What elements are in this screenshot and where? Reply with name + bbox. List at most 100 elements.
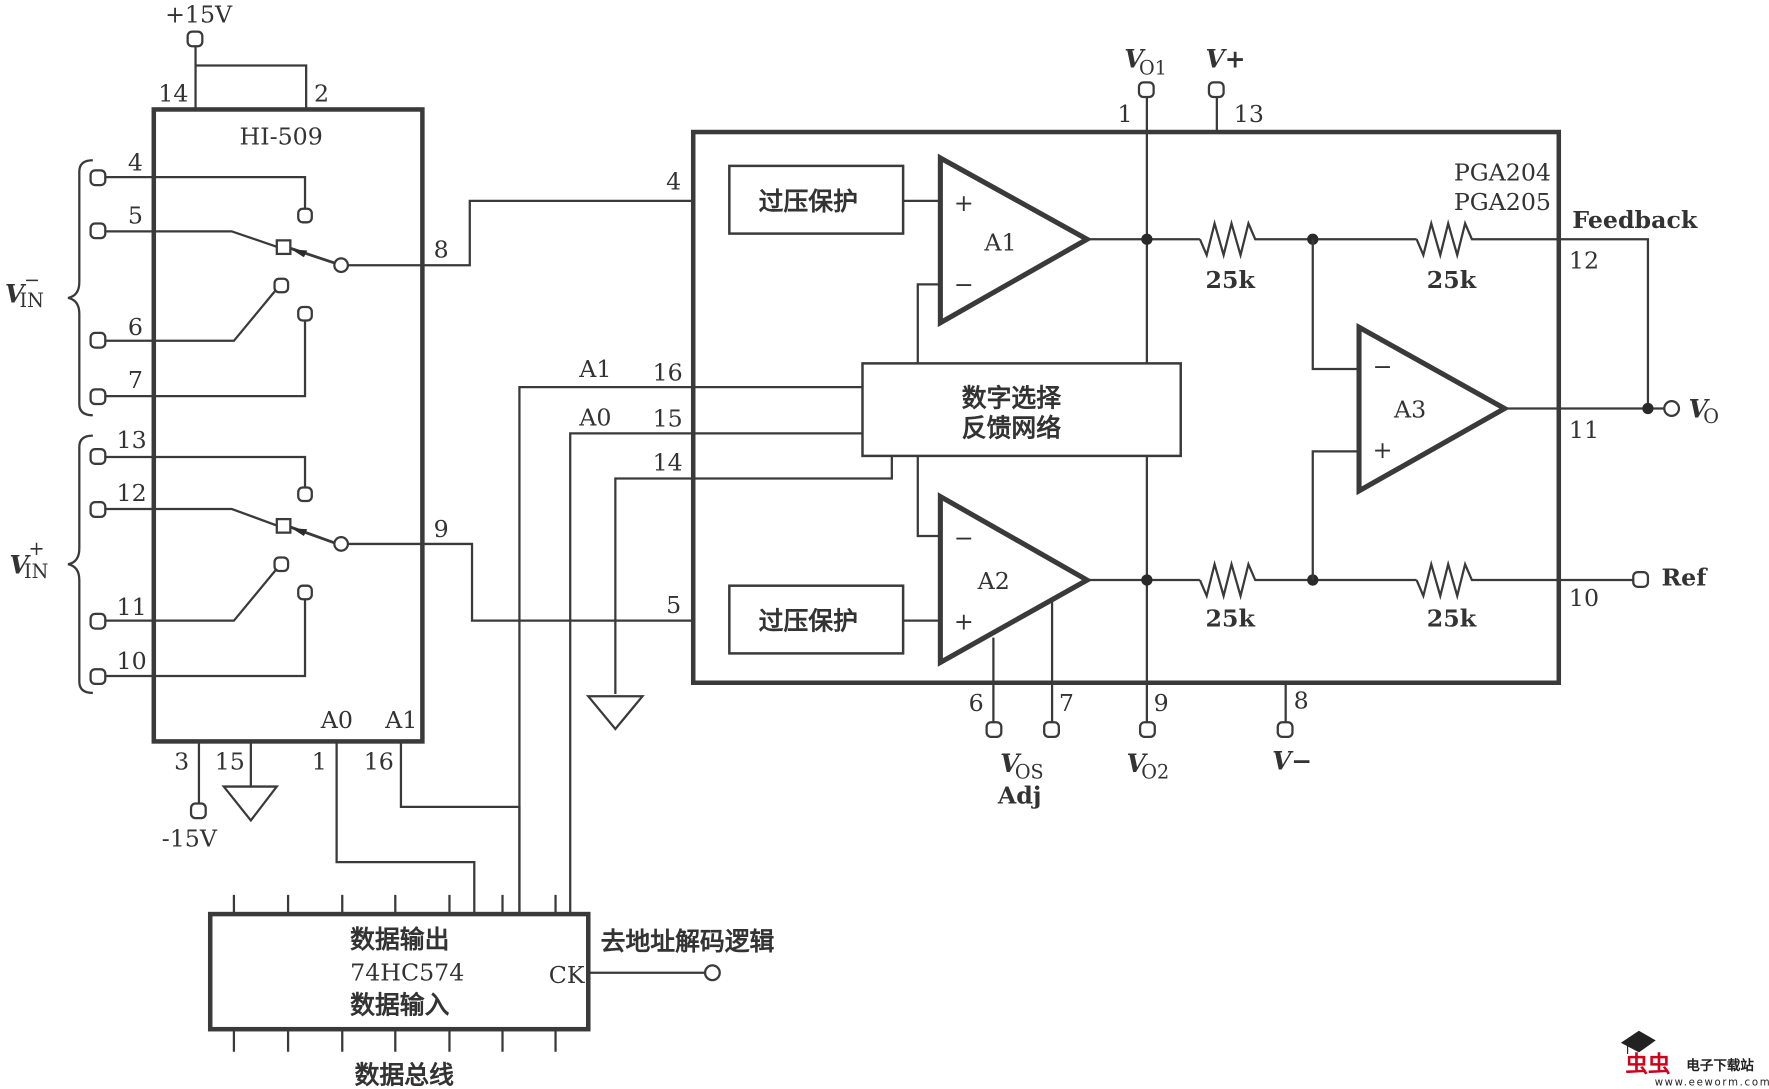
vin-pos-label: V [9,550,31,579]
mux-input-wire [105,568,278,622]
vos-terminal-7[interactable] [1043,721,1060,739]
latch-input-pins [232,1029,557,1052]
vin-neg-label: V [5,279,27,308]
feedback-network-line2: 反馈网络 [962,414,1061,443]
switch-pivot [275,239,292,256]
resistor-r2 [1415,219,1650,409]
watermark-url: www.eeworm.com [1655,1078,1769,1089]
pga-pin-14: 14 [653,449,683,477]
pga-label-a1: A1 [578,355,611,383]
mux-input-wire [105,320,307,398]
a3-label: A3 [1393,396,1426,424]
mux-input-terminal[interactable] [89,668,107,685]
brace-vin-pos [67,434,93,695]
vo1-terminal[interactable] [1137,81,1155,99]
mux-input-terminal[interactable] [89,222,107,240]
vminus-terminal[interactable] [1276,721,1294,739]
latch-line3: 数据输入 [350,990,449,1019]
switch-arrow-icon [291,528,308,537]
opamp-a2 [937,492,1093,667]
pga-pin-8: 8 [1294,687,1309,715]
mux-pin-14: 14 [158,80,188,108]
mux-input-terminal[interactable] [89,169,107,187]
vin-neg-sup: − [24,269,40,292]
switch-arrow-icon [291,249,308,258]
mux-input-pin-label: 4 [128,148,143,176]
ovp-label-bottom: 过压保护 [759,607,858,636]
mux-input-wire [105,507,279,527]
supply-pos-terminal[interactable] [186,30,204,48]
mux-input-terminal[interactable] [89,501,107,518]
switch-contact [297,207,313,224]
supply-pos-wire [194,46,308,110]
vo1-sub: O1 [1139,56,1167,79]
pga-pin-10: 10 [1569,584,1599,612]
latch-ck-label: CK [549,961,586,989]
pga-pin-7: 7 [1059,689,1074,717]
junction-dot [1141,574,1153,586]
mux-pin-1: 1 [312,748,327,776]
switch-common [333,257,350,274]
ck-terminal[interactable] [703,964,721,982]
mux-input-terminal[interactable] [89,448,107,465]
a1-fb-wire [916,283,941,364]
switch-contact [297,305,313,322]
mux-addr-a1: A1 [384,706,417,734]
vos-terminal-6[interactable] [985,721,1003,739]
pga-pin-9: 9 [1154,689,1169,717]
ctrl-gnd-wire [614,455,893,695]
mux-input-pin-label: 7 [128,366,143,394]
resistor-r2-value: 25k [1427,266,1477,294]
mux-pin-3: 3 [174,748,189,776]
pga-pin-6: 6 [969,689,984,717]
ground-icon [221,785,280,823]
vos-sub: OS [1015,761,1044,784]
vo2-terminal[interactable] [1138,721,1156,739]
mux-input-terminal[interactable] [89,331,107,349]
a3-pos-wire [1311,450,1360,581]
ground-icon [585,695,645,731]
a1-minus: − [954,270,974,298]
pga-pin-4: 4 [666,168,681,196]
mux-input-wire [105,455,307,488]
mux-input-terminal[interactable] [89,612,107,630]
pga-pin-11: 11 [1569,416,1599,444]
mux-input-pin-label: 12 [117,479,147,507]
vo-label: V [1689,395,1711,424]
junction-dot [1642,402,1654,415]
mux-out-wire-b [347,542,694,622]
adj-label: Adj [997,781,1042,809]
mux-input-wire [105,230,279,249]
hi509-mux: HI-509 +15V 14 2 V IN − 4 5 8 6 7 [5,1,694,915]
pga-name-1: PGA204 [1454,159,1551,187]
switch-pivot [275,517,292,534]
vo2-label: V [1127,749,1149,778]
mux-input-terminal[interactable] [89,388,107,406]
mux-input-pin-label: 13 [117,426,147,454]
graduation-cap-icon [1620,1030,1656,1055]
vplus-terminal[interactable] [1207,81,1225,99]
supply-neg-label: -15V [162,824,218,852]
latch-line1: 数据输出 [350,925,449,954]
supply-neg-terminal[interactable] [189,802,207,820]
mux-input-pin-label: 6 [128,313,143,341]
ctrl-a1-wire [518,385,863,915]
latch-output-pins [232,894,557,915]
watermark: 虫虫 电子下载站 www.eeworm.com [1620,1030,1769,1089]
a3-minus: − [1373,353,1393,381]
feedback-network-line1: 数字选择 [962,383,1062,412]
ctrl-a0-wire [569,432,863,915]
supply-pos-label: +15V [165,1,233,29]
a3-neg-wire [1311,239,1360,371]
vo2-sub: O2 [1141,761,1169,784]
a1-plus: + [954,189,974,217]
pga-pin-13: 13 [1234,100,1264,128]
opamp-a1 [937,153,1093,328]
switch-contact [297,584,313,601]
pga-chip: PGA204 PGA205 V O1 1 V+ 13 4 5 16 15 14 … [518,45,1719,915]
ref-terminal[interactable] [1632,571,1650,588]
latch-line2: 74HC574 [350,959,464,987]
watermark-logo: 虫虫 [1625,1052,1671,1078]
vo-terminal[interactable] [1663,400,1681,417]
